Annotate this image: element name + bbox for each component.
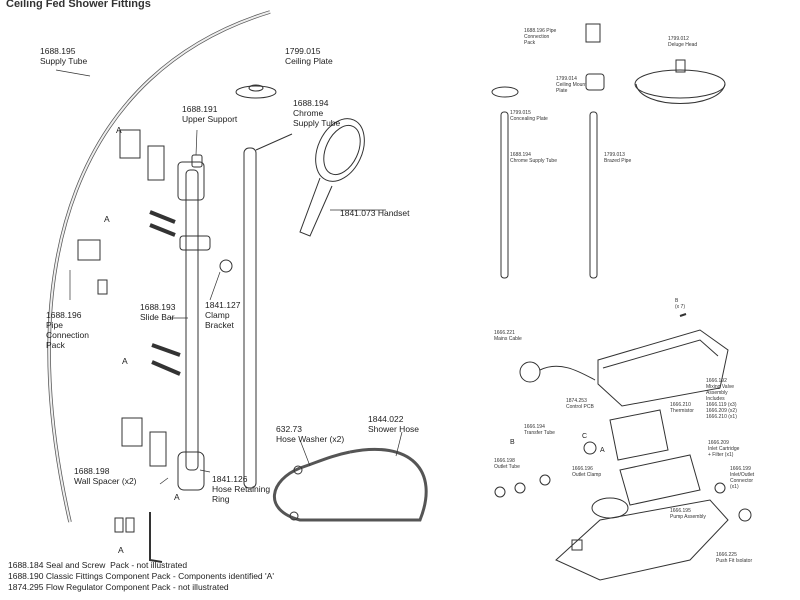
allen-key-shape	[149, 512, 163, 563]
lower-support-shape	[177, 451, 205, 491]
chrome-supply-tube-shape	[243, 147, 257, 489]
part-label-wall-spacer: 1688.198 Wall Spacer (x2)	[74, 466, 137, 486]
part-label-thermistor: 1666.210 Thermistor	[670, 402, 694, 414]
part-label-ceiling-plate: 1799.015 Ceiling Plate	[285, 46, 333, 66]
part-label-hose-washer: 632.73 Hose Washer (x2)	[276, 424, 345, 444]
part-label-chrome-supply-tube-2: 1688.194 Chrome Supply Tube	[510, 152, 557, 164]
part-label-ceiling-mount-plate: 1799.014 Ceiling Mount Plate	[556, 76, 587, 94]
unit-cover-shape	[597, 329, 729, 407]
marker-a: A	[118, 545, 124, 555]
pump-assembly-shape	[591, 497, 629, 519]
part-label-transfer-tube: 1666.194 Transfer Tube	[524, 424, 555, 436]
marker-a: A	[116, 125, 122, 135]
part-label-clamp-bracket: 1841.127 Clamp Bracket	[205, 300, 241, 330]
mixing-valve-shape	[619, 454, 701, 506]
slide-bar-shape	[185, 169, 199, 471]
shower-hose-shape	[272, 447, 428, 522]
part-label-outlet-tube: 1666.198 Outlet Tube	[494, 458, 520, 470]
part-label-brazed-pipe: 1799.013 Brazed Pipe	[604, 152, 632, 164]
note-classic-fittings-pack: 1688.190 Classic Fittings Component Pack…	[8, 571, 274, 581]
diagram-title: Ceiling Fed Shower Fittings	[6, 0, 151, 10]
part-label-mains-cable: 1666.221 Mains Cable	[494, 330, 522, 342]
marker-a: A	[600, 447, 605, 454]
marker-b: B	[510, 439, 515, 446]
marker-a: A	[122, 356, 128, 366]
part-label-control-pcb: 1874.253 Control PCB	[566, 398, 594, 410]
part-label-pump-assembly: 1666.195 Pump Assembly	[670, 508, 706, 520]
part-label-upper-support: 1688.191 Upper Support	[182, 104, 238, 124]
top-chrome-tube-shape	[500, 111, 509, 279]
part-label-pipe-connection-pack-2: 1688.196 Pipe Connection Pack	[524, 28, 557, 46]
ceiling-plate-shape	[235, 85, 277, 99]
part-label-inlet-outlet-connector: 1666.199 Inlet/Outlet Connector (x1)	[730, 466, 755, 490]
part-label-hose-retaining-ring: 1841.126 Hose Retaining Ring	[212, 474, 271, 504]
marker-c: C	[582, 433, 588, 440]
part-label-slide-bar: 1688.193 Slide Bar	[140, 302, 176, 322]
ceiling-mount-plate-shape	[585, 73, 605, 91]
pipe-connection-shape	[77, 239, 101, 261]
marker-a: A	[174, 492, 180, 502]
deluge-head-shape	[634, 69, 726, 99]
mains-cable-shape	[519, 361, 541, 383]
brazed-pipe-shape	[589, 111, 598, 279]
part-label-supply-tube: 1688.195 Supply Tube	[40, 46, 88, 66]
part-label-mixing-valve-assembly: 1666.192 Mixing Valve Assembly Includes …	[706, 378, 737, 420]
part-label-inlet-cartridge: 1666.209 Inlet Cartridge + Filter (x1)	[708, 440, 740, 458]
control-pcb-shape	[609, 409, 669, 461]
unit-base-shape	[555, 499, 729, 581]
supply-tube-shape	[47, 10, 271, 523]
note-flow-regulator-pack: 1874.295 Flow Regulator Component Pack -…	[8, 582, 229, 592]
note-seal-screw-pack: 1688.184 Seal and Screw Pack - not illus…	[8, 560, 188, 570]
handset-head-shape	[315, 118, 365, 182]
clamp-bracket-shape	[179, 235, 211, 251]
part-label-pipe-connection-pack: 1688.196 Pipe Connection Pack	[46, 310, 90, 350]
part-label-concealing-plate: 1799.015 Concealing Plate	[510, 110, 548, 122]
part-label-chrome-supply-tube: 1688.194 Chrome Supply Tube	[293, 98, 341, 128]
part-label-shower-hose: 1844.022 Shower Hose	[368, 414, 420, 434]
part-label-screws-b: B (x 7)	[675, 298, 685, 310]
upper-support-shape	[177, 161, 205, 201]
part-label-deluge-head: 1799.012 Deluge Head	[668, 36, 698, 48]
part-label-push-fit-isolator: 1666.225 Push Fit Isolator	[716, 552, 753, 564]
concealing-plate-shape	[491, 86, 519, 98]
wall-spacer-shape	[119, 129, 141, 159]
part-label-handset: 1841.073 Handset	[340, 208, 410, 218]
part-label-outlet-clamp: 1666.196 Outlet Clamp	[572, 466, 602, 478]
marker-a: A	[104, 214, 110, 224]
screws-shape	[114, 210, 181, 533]
